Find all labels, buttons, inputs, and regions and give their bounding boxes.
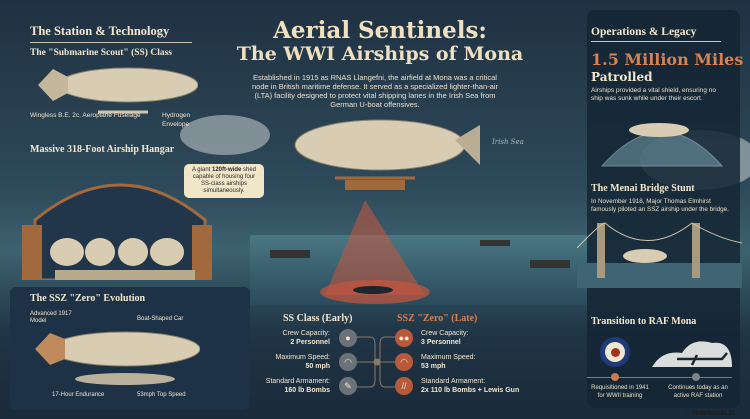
ss-label-envelope: Hydrogen Envelope: [162, 112, 191, 128]
row-value: 160 lb Bombs: [284, 386, 330, 394]
callout-text: A giant: [191, 167, 212, 173]
watermark-text: NotebookLM: [692, 410, 735, 417]
ssz-title: The SSZ "Zero" Evolution: [30, 293, 146, 304]
row-value: 2 Personnel: [290, 338, 330, 346]
row-label: Standard Armament:: [265, 378, 330, 385]
row-label: Crew Capacity:: [282, 330, 330, 337]
ss-label-fuselage: Wingless B.E. 2c. Aeroplane Fuselage: [30, 112, 141, 119]
ssz-column-title: SSZ "Zero" (Late): [397, 313, 478, 324]
row-label: Standard Armament:: [421, 378, 486, 385]
ship: [270, 250, 310, 258]
miles-stat-label: Patrolled: [591, 70, 653, 84]
hangar-illustration: [22, 183, 212, 280]
raf-roundel-icon: [600, 337, 630, 367]
ss-airship-illustration: [38, 67, 198, 114]
timeline-item-today: Continues today as an active RAF station: [668, 385, 728, 399]
callout-text: shed capable of housing four SS-class ai…: [192, 167, 257, 194]
operations-panel: Operations & Legacy 1.5 Million Miles Pa…: [577, 10, 744, 408]
menai-bridge-illustration: [577, 222, 742, 288]
speedometer-icon: ◠: [339, 353, 357, 371]
ship: [530, 260, 570, 268]
hangar-title: Massive 318-Foot Airship Hangar: [30, 144, 175, 155]
person-icon: ●: [339, 329, 357, 347]
timeline-dot: [692, 373, 700, 381]
raf-title: Transition to RAF Mona: [591, 316, 697, 327]
row-value: 53 mph: [421, 362, 446, 370]
spitfire-cloud-illustration: [652, 341, 732, 367]
comparison-connector: [350, 336, 410, 388]
page-title: Aerial Sentinels:: [273, 17, 487, 44]
dome-airship-illustration: [600, 123, 724, 167]
timeline-dot: [611, 373, 619, 381]
bridge-description: In November 1918, Major Thomas Elmhirst …: [591, 198, 729, 213]
hangar-callout: A giant 120ft-wide shed capable of housi…: [184, 164, 264, 198]
group-icon: ●●: [395, 329, 413, 347]
ssz-airship-illustration: [35, 331, 200, 385]
bombs-icon: //: [395, 377, 413, 395]
speedometer-icon: ◠: [395, 353, 413, 371]
section-heading-station: The Station & Technology: [30, 24, 192, 43]
row-value: 2x 110 lb Bombs + Lewis Gun: [421, 386, 520, 394]
bomb-icon: ✎: [339, 377, 357, 395]
ss-class-title: The "Submarine Scout" (SS) Class: [30, 48, 172, 58]
notebooklm-watermark: ⌂ NotebookLM: [686, 410, 735, 417]
miles-stat: 1.5 Million Miles: [591, 50, 744, 69]
row-label: Maximum Speed:: [275, 354, 330, 361]
ssz-evolution-panel: The SSZ "Zero" Evolution Advanced 1917 M…: [10, 287, 250, 410]
ss-column-title: SS Class (Early): [283, 313, 353, 324]
ssz-label-endurance: 17-Hour Endurance: [52, 392, 105, 398]
ssz-label-car: Boat-Shaped Car: [137, 316, 184, 322]
searchlight-beam: [270, 200, 570, 304]
u-boat-icon: [353, 286, 393, 294]
callout-bold: 120ft-wide: [211, 167, 242, 173]
row-value: 50 mph: [305, 362, 330, 370]
miles-description: Airships provided a vital shield, ensuri…: [591, 87, 717, 102]
ssz-label-model: Advanced 1917 Model: [30, 311, 72, 324]
section-heading-operations: Operations & Legacy: [591, 26, 721, 42]
timeline-line: [587, 377, 732, 378]
ship: [480, 240, 510, 246]
row-label: Crew Capacity:: [421, 330, 469, 337]
airship-illustration: [294, 119, 480, 190]
row-value: 3 Personnel: [421, 338, 461, 346]
bridge-title: The Menai Bridge Stunt: [591, 183, 695, 194]
biplane-car: [345, 180, 405, 190]
timeline-item-1941: Requisitioned in 1941 for WWII training: [591, 385, 649, 399]
row-label: Maximum Speed:: [421, 354, 476, 361]
map-label: Irish Sea: [492, 138, 524, 146]
page-subtitle: The WWI Airships of Mona: [236, 43, 524, 65]
intro-text: Established in 1915 as RNAS Llangefni, t…: [252, 73, 498, 109]
ssz-label-speed: 53mph Top Speed: [137, 392, 186, 398]
cloud: [180, 115, 270, 155]
